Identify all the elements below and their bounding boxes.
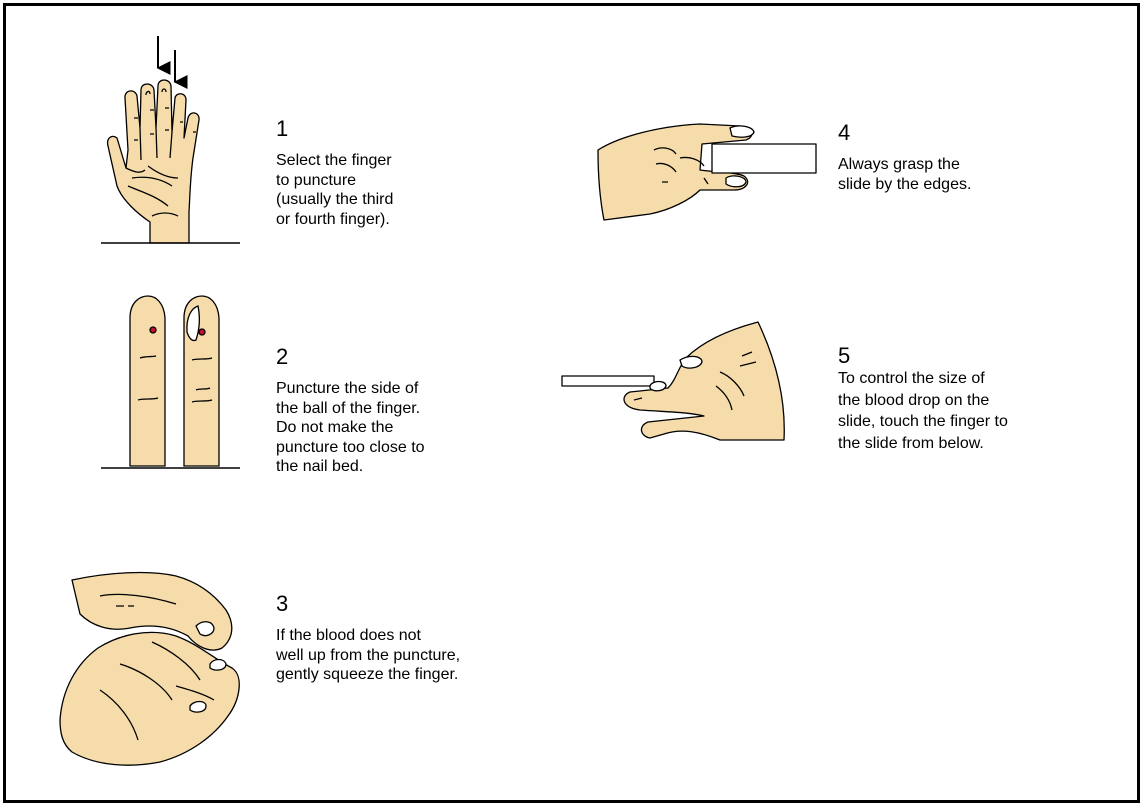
hands-squeeze-illustration xyxy=(60,573,239,766)
puncture-site-mark xyxy=(150,327,156,333)
step-number: 3 xyxy=(276,592,460,616)
step-number: 2 xyxy=(276,345,425,369)
step-instruction: Always grasp the slide by the edges. xyxy=(838,155,971,194)
step-instruction: Puncture the side of the ball of the fin… xyxy=(276,379,425,477)
step-1: 1 Select the finger to puncture (usually… xyxy=(276,117,393,229)
puncture-site-mark xyxy=(199,329,205,335)
step-number: 4 xyxy=(838,121,971,145)
step-instruction: If the blood does not well up from the p… xyxy=(276,626,460,685)
hand-grasp-slide-illustration xyxy=(598,124,816,220)
step-3: 3 If the blood does not well up from the… xyxy=(276,592,460,685)
step-4: 4 Always grasp the slide by the edges. xyxy=(838,121,971,194)
step-2: 2 Puncture the side of the ball of the f… xyxy=(276,345,425,477)
finger-touch-slide-illustration xyxy=(562,322,784,440)
glass-slide xyxy=(712,144,816,173)
fingers-puncture-illustration xyxy=(101,296,240,468)
step-5: 5 To control the size of the blood drop … xyxy=(838,344,1008,454)
step-instruction: To control the size of the blood drop on… xyxy=(838,368,1008,454)
step-number: 5 xyxy=(838,344,1008,368)
step-number: 1 xyxy=(276,117,393,141)
glass-slide xyxy=(562,376,654,386)
hand-select-finger-illustration xyxy=(101,36,240,243)
step-instruction: Select the finger to puncture (usually t… xyxy=(276,151,393,229)
